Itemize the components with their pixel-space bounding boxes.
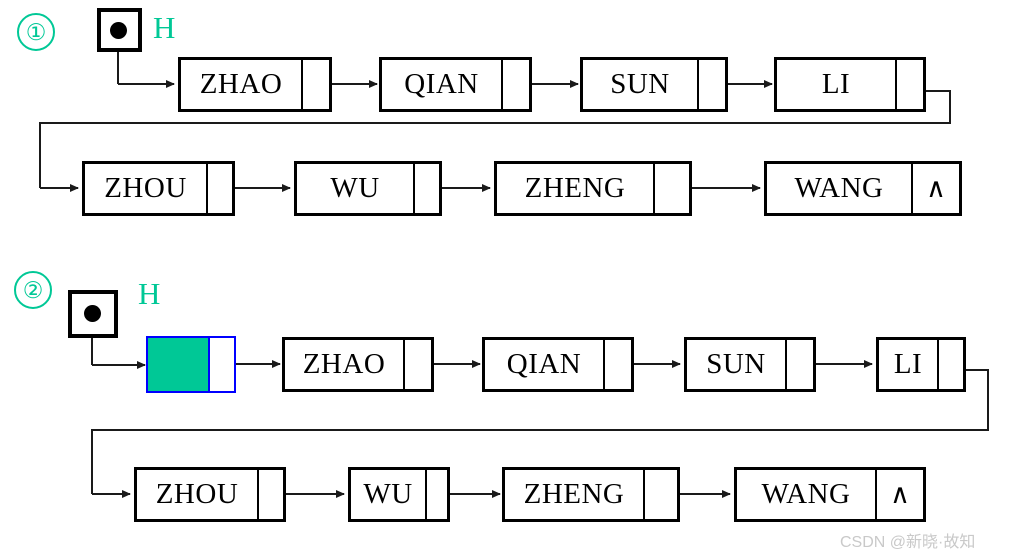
list-node-sun-2: SUN <box>684 337 816 392</box>
list-node-qian-1: QIAN <box>379 57 532 112</box>
node-pointer-field <box>403 340 431 389</box>
node-data-field: LI <box>893 348 923 380</box>
node-pointer-field <box>785 340 813 389</box>
node-data-field: ZHOU <box>104 172 187 204</box>
watermark-text: CSDN @新晓·故知 <box>840 534 976 551</box>
list-node-li-2: LI <box>876 337 966 392</box>
diagram-marker-1: ① <box>17 13 55 51</box>
sentinel-head-node-2 <box>146 336 236 393</box>
node-data-field: ZHOU <box>155 478 239 510</box>
node-pointer-field <box>413 164 439 213</box>
list-node-wang-2: WANG ∧ <box>734 467 926 522</box>
head-pointer-dot-2 <box>84 305 101 322</box>
node-data-field: LI <box>821 68 851 100</box>
node-pointer-field <box>603 340 631 389</box>
list-node-sun-1: SUN <box>580 57 728 112</box>
node-pointer-field <box>501 60 529 109</box>
list-node-zheng-1: ZHENG <box>494 161 692 216</box>
node-pointer-field <box>301 60 329 109</box>
sentinel-pointer-field <box>208 338 234 391</box>
head-label-2: H <box>138 276 161 311</box>
list-node-li-1: LI <box>774 57 926 112</box>
node-data-field: WANG <box>761 478 851 510</box>
node-data-field: QIAN <box>404 68 479 100</box>
list-node-wu-1: WU <box>294 161 442 216</box>
list-node-zhao-1: ZHAO <box>178 57 332 112</box>
list-node-wang-1: WANG ∧ <box>764 161 962 216</box>
head-label-1: H <box>153 10 176 45</box>
node-pointer-null-field: ∧ <box>911 164 959 213</box>
node-pointer-null-field: ∧ <box>875 470 923 519</box>
node-pointer-field <box>895 60 923 109</box>
node-pointer-field <box>425 470 447 519</box>
node-pointer-field <box>206 164 232 213</box>
wrap-arrow-li-zhou-1 <box>39 90 951 192</box>
node-data-field: QIAN <box>506 348 582 380</box>
node-pointer-field <box>937 340 963 389</box>
node-data-field: ZHAO <box>199 68 283 100</box>
head-pointer-box-1 <box>97 8 142 52</box>
list-node-zhou-2: ZHOU <box>134 467 286 522</box>
list-node-qian-2: QIAN <box>482 337 634 392</box>
node-data-field: WANG <box>794 172 884 204</box>
list-node-zheng-2: ZHENG <box>502 467 680 522</box>
node-pointer-field <box>643 470 677 519</box>
node-data-field: ZHAO <box>302 348 386 380</box>
node-data-field: WU <box>363 478 413 510</box>
node-data-field: SUN <box>610 68 670 100</box>
node-data-field: SUN <box>706 348 766 380</box>
node-data-field: ZHENG <box>524 172 626 204</box>
node-pointer-field <box>697 60 725 109</box>
list-node-zhou-1: ZHOU <box>82 161 235 216</box>
wrap-arrow-li-zhou-2 <box>91 369 989 498</box>
list-node-zhao-2: ZHAO <box>282 337 434 392</box>
sentinel-data-field <box>148 338 208 391</box>
list-node-wu-2: WU <box>348 467 450 522</box>
node-pointer-field <box>653 164 689 213</box>
head-pointer-dot-1 <box>110 22 127 39</box>
diagram-marker-2: ② <box>14 271 52 309</box>
node-data-field: WU <box>330 172 380 204</box>
node-data-field: ZHENG <box>523 478 625 510</box>
node-pointer-field <box>257 470 283 519</box>
